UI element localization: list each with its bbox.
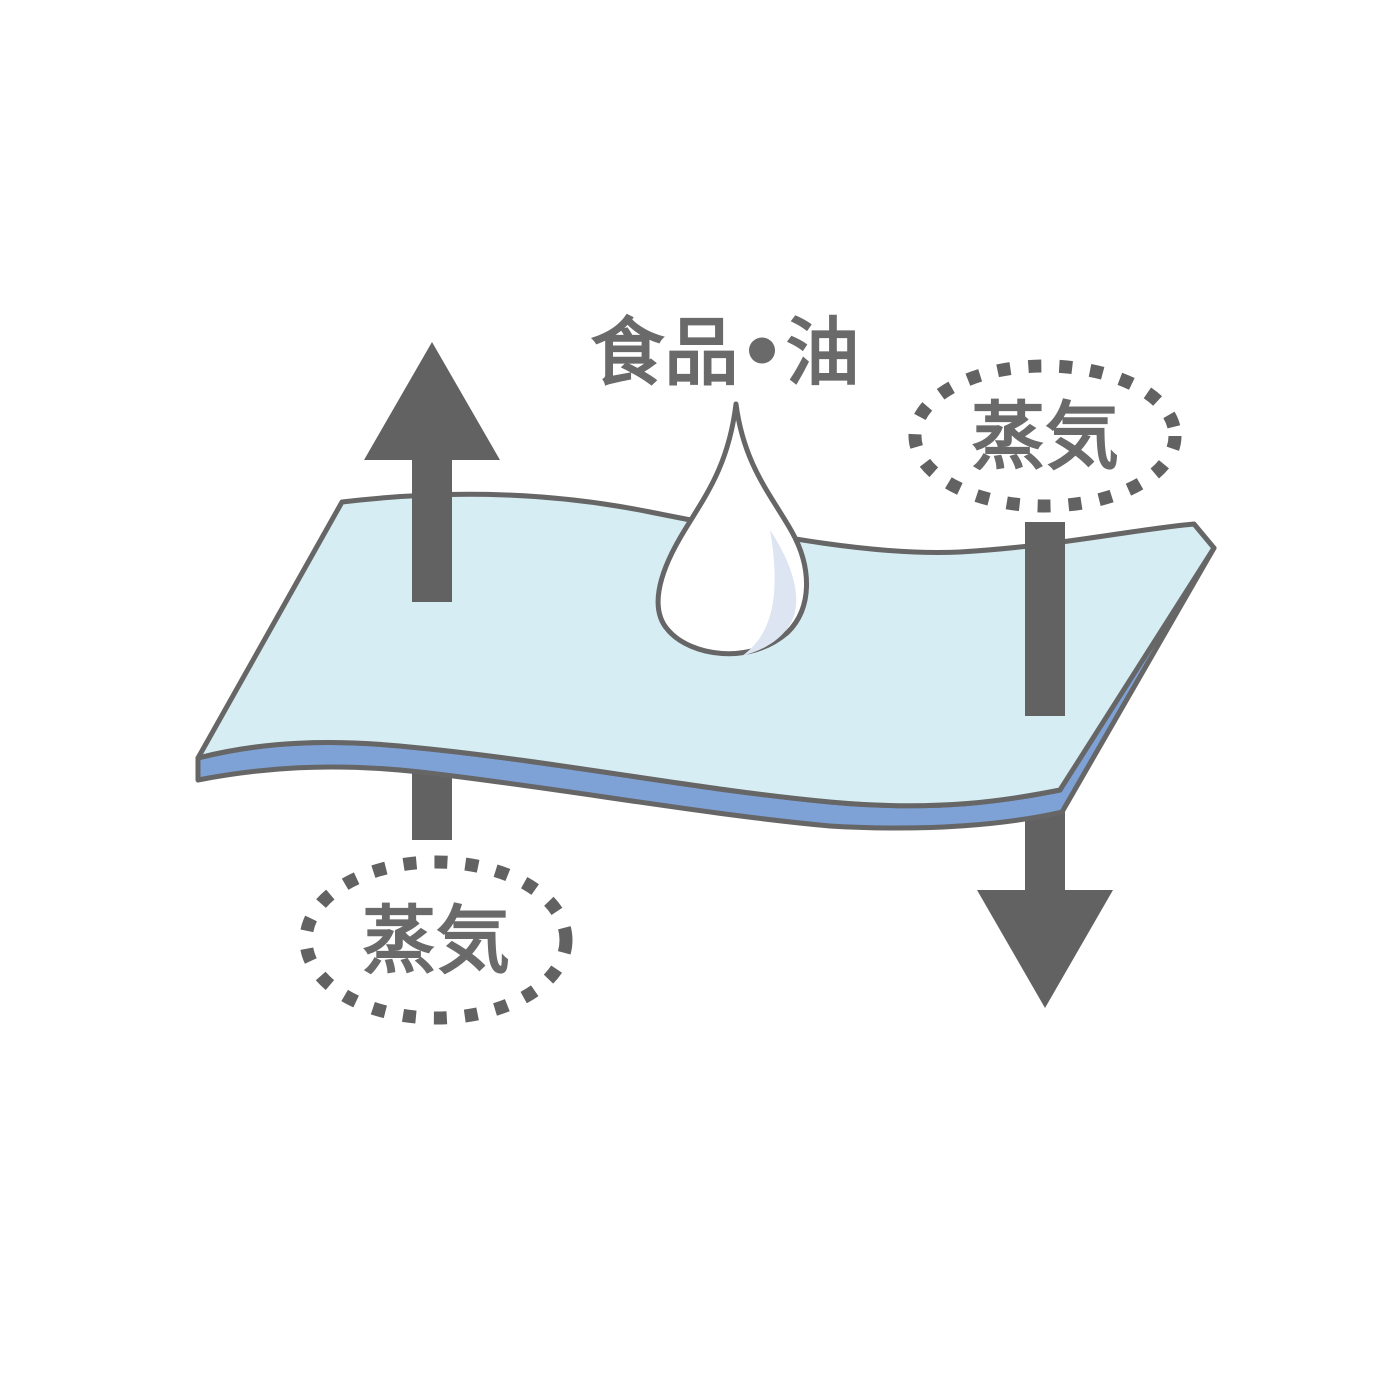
steam-bubble-bottom-outline <box>299 855 573 1025</box>
steam-bubble-bottom: 蒸気 <box>299 855 573 1025</box>
arrow-up-icon <box>364 342 500 602</box>
droplet-icon <box>655 401 809 657</box>
droplet-shade <box>742 530 797 656</box>
steam-label-top: 蒸気 <box>971 394 1119 480</box>
up-arrow-head <box>364 342 500 460</box>
down-arrow-upper-shaft <box>1025 522 1065 716</box>
steam-label-bottom: 蒸気 <box>362 898 510 984</box>
down-arrow-head <box>977 890 1113 1008</box>
steam-bubble-top: 蒸気 <box>908 359 1182 513</box>
steam-bubble-top-outline <box>908 359 1182 513</box>
droplet-body <box>655 401 809 657</box>
arrow-down-icon <box>977 800 1113 1008</box>
up-arrow-upper-shaft <box>412 452 452 602</box>
food-oil-label: 食品•油 <box>590 310 859 396</box>
up-arrow-lower-shaft <box>412 768 452 840</box>
